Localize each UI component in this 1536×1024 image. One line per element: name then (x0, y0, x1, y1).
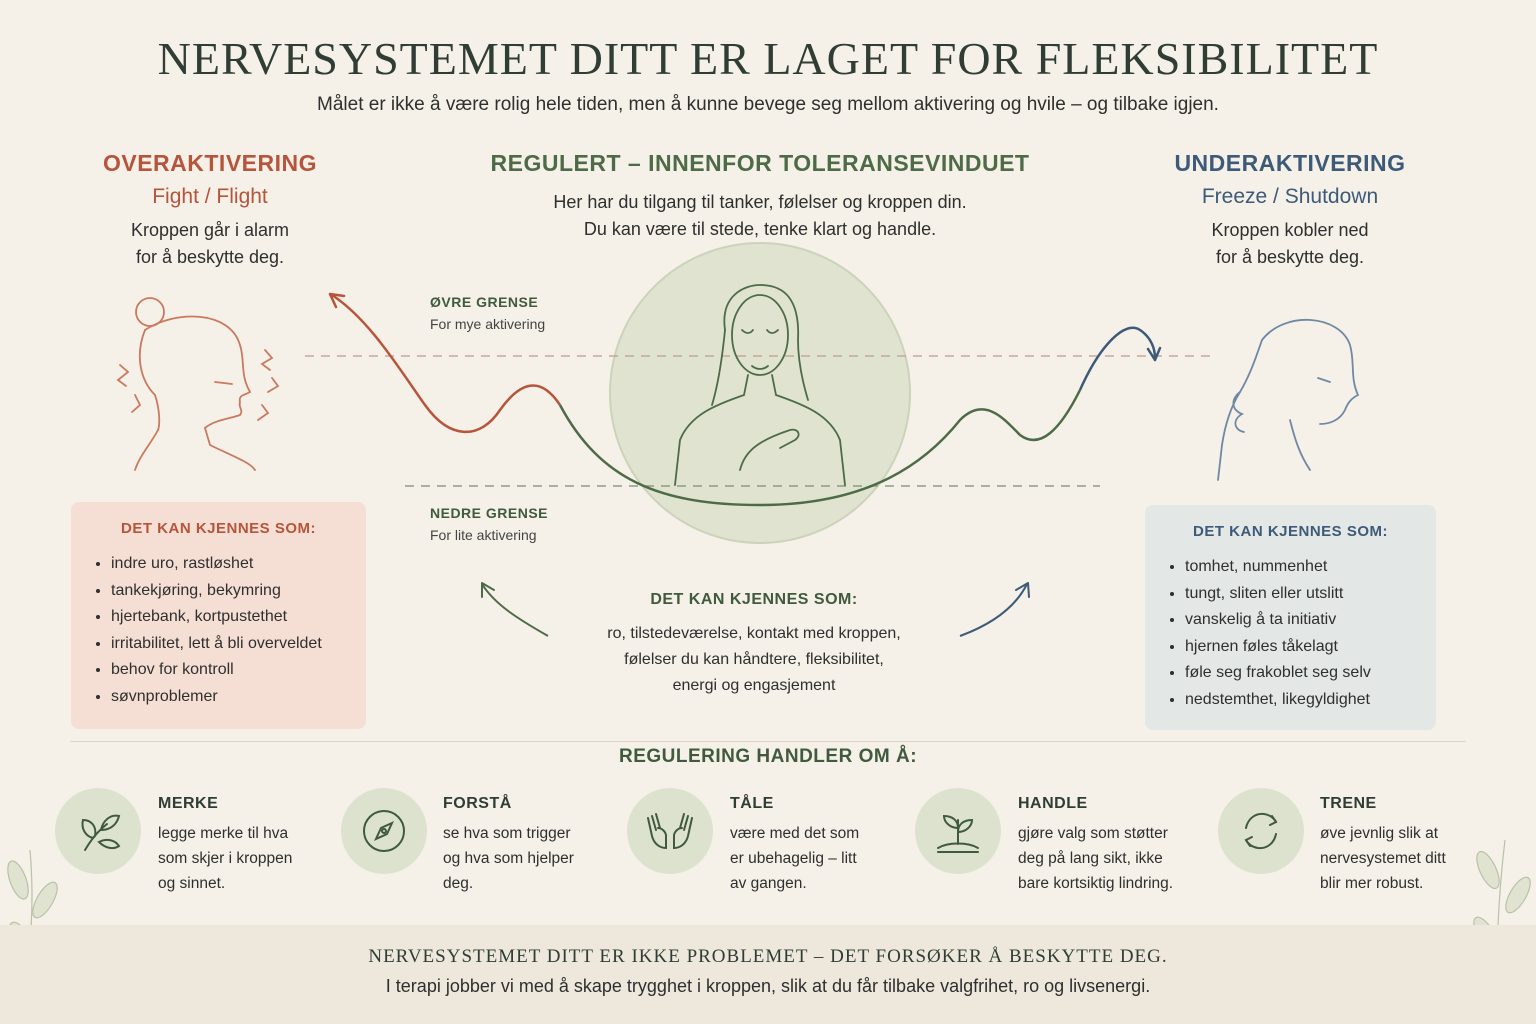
wave-over-segment (331, 293, 562, 434)
step-line: se hva som trigger (443, 825, 571, 842)
step-tale-text: TÅLE være med det som er ubehagelig – li… (730, 795, 859, 896)
calm-person-icon (674, 284, 846, 486)
regulated-feel-title: DET KAN KJENNES SOM: (650, 591, 858, 608)
step-title: TÅLE (730, 795, 774, 812)
section-divider (70, 741, 1466, 742)
regulated-feel-line1: ro, tilstedeværelse, kontakt med kroppen… (607, 625, 901, 642)
list-item: vanskelig å ta initiativ (1185, 607, 1416, 634)
page-title: NERVESYSTEMET DITT ER LAGET FOR FLEKSIBI… (157, 33, 1379, 84)
step-line: deg. (443, 875, 474, 892)
step-title: MERKE (158, 795, 219, 812)
step-line: gjøre valg som støtter (1018, 825, 1168, 842)
step-line: blir mer robust. (1320, 875, 1424, 892)
step-line: legge merke til hva (158, 825, 289, 842)
step-handle-text: HANDLE gjøre valg som støtter deg på lan… (1018, 795, 1173, 896)
over-desc-line1: Kroppen går i alarm (130, 220, 290, 240)
upper-limit-title: ØVRE GRENSE (430, 294, 539, 310)
over-feelings-list: indre uro, rastløshet tankekjøring, beky… (91, 551, 346, 710)
over-box-title: DET KAN KJENNES SOM: (120, 520, 317, 537)
regulation-heading: REGULERING HANDLER OM Å: (618, 746, 918, 767)
step-trene (1218, 788, 1304, 874)
list-item: søvnproblemer (111, 684, 346, 711)
list-item: tomhet, nummenhet (1185, 554, 1416, 581)
lower-limit-title: NEDRE GRENSE (430, 505, 549, 521)
step-title: TRENE (1320, 795, 1377, 812)
under-desc-line1: Kroppen kobler ned (1211, 220, 1369, 240)
lower-limit-label: NEDRE GRENSE For lite aktivering (430, 505, 548, 543)
list-item: tungt, sliten eller utslitt (1185, 581, 1416, 608)
under-feelings-box: DET KAN KJENNES SOM: tomhet, nummenhet t… (1145, 505, 1436, 730)
regulated-desc-line1: Her har du tilgang til tanker, følelser … (553, 192, 967, 212)
list-item: tankekjøring, bekymring (111, 578, 346, 605)
open-hands-icon (627, 788, 713, 874)
footer-text: I terapi jobber vi med å skape trygghet … (385, 976, 1151, 996)
step-tale (627, 788, 713, 874)
over-subheading: Fight / Flight (152, 185, 268, 208)
step-line: bare kortsiktig lindring. (1018, 875, 1174, 892)
under-feelings-list: tomhet, nummenhet tungt, sliten eller ut… (1165, 554, 1416, 713)
wave-under-segment (1078, 326, 1157, 391)
regulated-feel-line3: energi og engasjement (672, 677, 836, 694)
step-line: som skjer i kroppen (158, 850, 293, 867)
stressed-person-icon (116, 297, 280, 471)
curved-arrow-left (481, 583, 549, 637)
curved-arrow-right (959, 583, 1028, 637)
step-forsta-text: FORSTÅ se hva som trigger og hva som hje… (443, 795, 574, 896)
leaf-icon (55, 788, 141, 874)
step-title: FORSTÅ (443, 795, 512, 812)
step-line: og sinnet. (158, 875, 226, 892)
step-line: av gangen. (730, 875, 807, 892)
regulated-zone-circle (609, 242, 911, 544)
regulated-feelings: DET KAN KJENNES SOM: ro, tilstedeværelse… (554, 591, 954, 699)
step-line: og hva som hjelper (443, 850, 574, 867)
list-item: indre uro, rastløshet (111, 551, 346, 578)
list-item: hjernen føles tåkelagt (1185, 634, 1416, 661)
list-item: hjertebank, kortpustethet (111, 604, 346, 631)
step-forsta (341, 788, 427, 874)
step-line: være med det som (730, 825, 860, 842)
step-merke (55, 788, 141, 874)
arrow-head-left-icon (481, 582, 495, 598)
step-trene-text: TRENE øve jevnlig slik at nervesystemet … (1320, 795, 1446, 896)
over-feelings-box: DET KAN KJENNES SOM: indre uro, rastløsh… (71, 502, 366, 729)
footer-title: NERVESYSTEMET DITT ER IKKE PROBLEMET – D… (368, 946, 1168, 967)
step-handle (915, 788, 1001, 874)
under-column: UNDERAKTIVERING Freeze / Shutdown Kroppe… (1140, 150, 1440, 271)
upper-limit-sub: For mye aktivering (430, 316, 546, 332)
over-desc-line2: for å beskytte deg. (135, 247, 285, 267)
under-box-title: DET KAN KJENNES SOM: (1192, 523, 1389, 540)
under-desc-line2: for å beskytte deg. (1215, 247, 1365, 267)
list-item: behov for kontroll (111, 657, 346, 684)
wave-regulated-segment (558, 389, 1082, 507)
shutdown-person-icon (1217, 319, 1360, 481)
arrow-down-icon (1146, 346, 1162, 362)
arrow-head-right-icon (1015, 582, 1030, 598)
arrow-up-left-icon (328, 292, 346, 309)
step-line: deg på lang sikt, ikke (1018, 850, 1163, 867)
under-heading: UNDERAKTIVERING (1174, 150, 1406, 176)
upper-limit-label: ØVRE GRENSE For mye aktivering (430, 294, 545, 332)
sprout-icon (915, 788, 1001, 874)
step-line: nervesystemet ditt (1320, 850, 1446, 867)
list-item: irritabilitet, lett å bli overveldet (111, 631, 346, 658)
step-title: HANDLE (1018, 795, 1088, 812)
step-line: er ubehagelig – litt (730, 850, 857, 867)
lower-limit-sub: For lite aktivering (430, 527, 537, 543)
regulated-desc-line2: Du kan være til stede, tenke klart og ha… (583, 219, 937, 239)
list-item: nedstemthet, likegyldighet (1185, 687, 1416, 714)
step-merke-text: MERKE legge merke til hva som skjer i kr… (158, 795, 292, 896)
over-heading: OVERAKTIVERING (102, 150, 318, 176)
step-line: øve jevnlig slik at (1320, 825, 1439, 842)
footer-band (0, 925, 1536, 1024)
regulated-column: REGULERT – INNENFOR TOLERANSEVINDUET Her… (400, 150, 1120, 243)
cycle-arrows-icon (1218, 788, 1304, 874)
under-subheading: Freeze / Shutdown (1201, 185, 1379, 208)
regulated-feel-line2: følelser du kan håndtere, fleksibilitet, (624, 651, 884, 668)
regulated-heading: REGULERT – INNENFOR TOLERANSEVINDUET (490, 150, 1030, 176)
compass-icon (341, 788, 427, 874)
over-column: OVERAKTIVERING Fight / Flight Kroppen gå… (60, 150, 360, 271)
page-subtitle: Målet er ikke å være rolig hele tiden, m… (317, 94, 1219, 115)
list-item: føle seg frakoblet seg selv (1185, 660, 1416, 687)
